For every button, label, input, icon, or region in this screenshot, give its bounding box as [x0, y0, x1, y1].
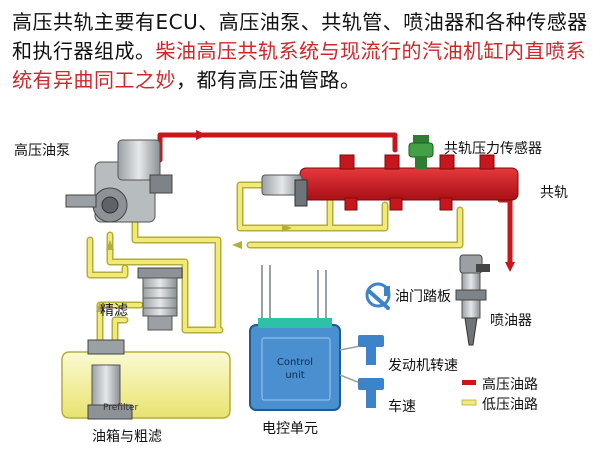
label-fine-filter: 精滤 [100, 303, 128, 319]
label-rail-pressure-sensor: 共轨压力传感器 [444, 141, 542, 157]
label-ecu: 电控单元 [262, 421, 318, 437]
intro-paragraph: 高压共轨主要有ECU、高压油泵、共轨管、喷油器和各种传感器和执行器组成。柴油高压… [12, 8, 592, 95]
high-pressure-arrows [196, 130, 515, 272]
legend-low-swatch [461, 399, 477, 406]
arrow-left-icon [232, 241, 242, 249]
low-pressure-arrows [96, 224, 292, 312]
fuel-tank [61, 339, 231, 420]
label-high-pressure-pump: 高压油泵 [14, 143, 70, 159]
arrow-up-icon [96, 302, 104, 312]
engine-speed-sensor [358, 335, 384, 365]
legend-high-label: 高压油路 [482, 377, 538, 393]
common-rail [261, 154, 519, 211]
ecu-text-line1: Control [277, 357, 313, 368]
vehicle-speed-sensor [358, 378, 384, 408]
prefilter-label: Prefilter [103, 403, 139, 413]
arrow-down-icon [505, 262, 515, 272]
label-throttle-pedal: 油门踏板 [395, 289, 451, 305]
intro-tail-text: ，都有高压油管路。 [176, 68, 361, 92]
legend [461, 380, 477, 406]
intro-black-text: 高压共轨主要有ECU、高压油泵、共轨管、喷油器和各种传感器和执行器组成。 [12, 10, 588, 63]
injector [455, 254, 490, 346]
arrow-up-icon [106, 240, 114, 250]
label-common-rail: 共轨 [540, 185, 568, 201]
throttle-pedal [365, 282, 391, 310]
label-injector: 喷油器 [490, 313, 532, 329]
intro-red-text: 柴油高压共轨系统与现流行的汽油机缸内直喷系统有异曲同工之妙 [12, 39, 586, 92]
fine-filter [137, 267, 183, 331]
label-vehicle-speed: 车速 [388, 399, 416, 415]
rail-pressure-sensor [408, 135, 434, 169]
legend-low-label: 低压油路 [482, 397, 538, 413]
arrow-right-icon [282, 224, 292, 232]
legend-high-swatch [462, 380, 476, 385]
arrow-right-icon [196, 130, 207, 140]
ecu-text-line2: unit [285, 370, 304, 381]
label-engine-speed: 发动机转速 [388, 358, 458, 374]
high-pressure-pump [65, 139, 173, 223]
label-fuel-tank: 油箱与粗滤 [92, 429, 162, 445]
ecu [249, 265, 341, 411]
